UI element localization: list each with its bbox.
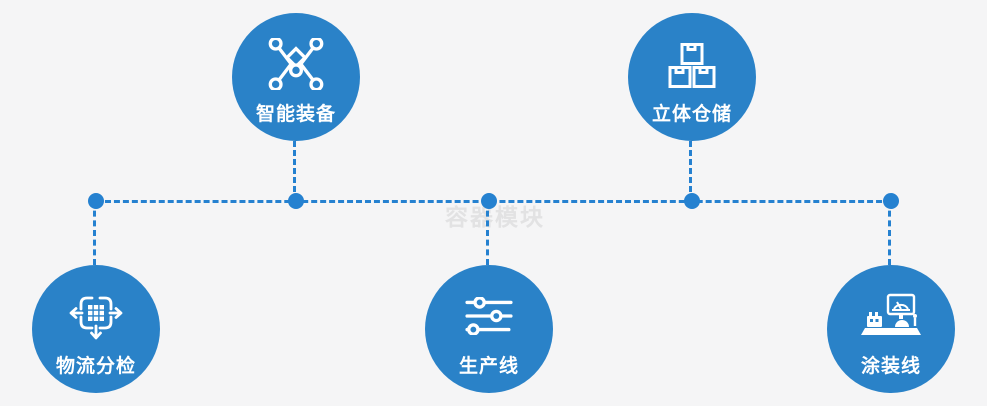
- junction-dot-stereo-warehouse: [684, 193, 700, 209]
- junction-dot-logistics-sorting: [88, 193, 104, 209]
- vertical-connector-smart-equipment: [293, 141, 296, 201]
- vertical-connector-logistics-sorting: [93, 201, 96, 265]
- network-nodes-icon: [268, 31, 324, 97]
- node-label: 立体仓储: [651, 104, 732, 125]
- watermark-text: 容器模块: [445, 204, 545, 230]
- sliders-icon: [465, 283, 513, 349]
- machine-monitor-icon: [859, 283, 923, 349]
- node-production-line[interactable]: 生产线: [425, 265, 553, 393]
- node-painting-line[interactable]: 涂装线: [827, 265, 955, 393]
- node-label: 物流分检: [55, 356, 136, 377]
- node-label: 智能装备: [255, 104, 336, 125]
- junction-dot-production-line: [481, 193, 497, 209]
- sorting-arrows-icon: [67, 283, 125, 349]
- junction-dot-painting-line: [883, 193, 899, 209]
- node-label: 生产线: [458, 356, 519, 377]
- node-logistics-sorting[interactable]: 物流分检: [32, 265, 160, 393]
- node-label: 涂装线: [860, 356, 921, 377]
- junction-dot-smart-equipment: [288, 193, 304, 209]
- node-smart-equipment[interactable]: 智能装备: [232, 13, 360, 141]
- vertical-connector-stereo-warehouse: [689, 141, 692, 201]
- vertical-connector-production-line: [486, 201, 489, 265]
- stacked-boxes-icon: [667, 31, 717, 97]
- vertical-connector-painting-line: [888, 201, 891, 265]
- node-stereo-warehouse[interactable]: 立体仓储: [628, 13, 756, 141]
